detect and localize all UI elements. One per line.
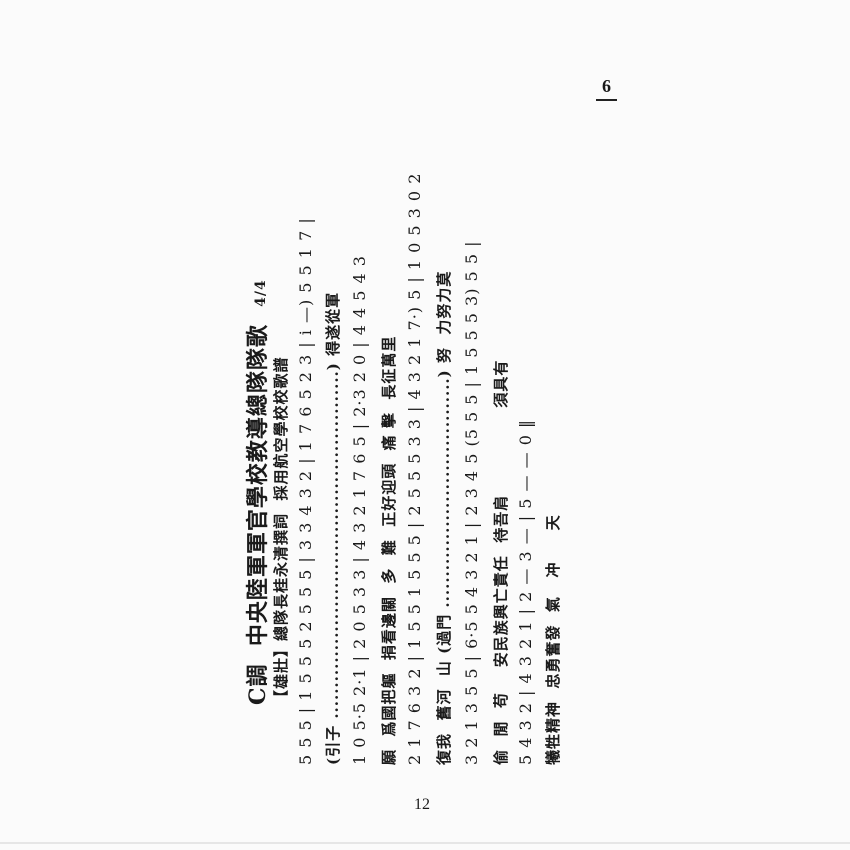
lyrics-line: (引子 ....................................… bbox=[324, 291, 342, 765]
notes-line: 1 0 5·5 2·1 | 2 0 5 3 3 | 4 3 2 1 7 6 5 … bbox=[350, 255, 369, 765]
lyrics-line: 復我 舊河 山 (過門 ............................… bbox=[435, 270, 453, 765]
lyrics-line: 犧牲精神 忠勇奮發 氣 冲 天 bbox=[544, 514, 562, 765]
notes-line: 3 2 1 3 5 5 | 6·5 5 4 3 2 1 | 2 3 4 5 (5… bbox=[462, 240, 481, 765]
tempo: 【雄壯】 bbox=[272, 640, 290, 705]
lyrics-line: 願 爲國把軀 捐看邊關 多 難 正好迎頭 痛 擊 長征萬里 bbox=[380, 335, 398, 765]
title-line: C調 中央陸軍軍官學校教導總隊隊歌 4/4 bbox=[240, 279, 272, 705]
credits: 總隊長桂永清撰詞 採用航空學校校歌譜 bbox=[272, 356, 290, 641]
time-signature: 4/4 bbox=[253, 279, 269, 307]
notes-line: 5 4 3 2 | 4 3 2 1 | 2 — 3 — | 5 — — 0 ‖ bbox=[516, 419, 535, 765]
notes-line: 2 1 7 6 3 2 | 1 5 5 1 5 5 5 | 2 5 5 5 3 … bbox=[405, 172, 424, 765]
song-title: 中央陸軍軍官學校教導總隊隊歌 bbox=[245, 324, 271, 647]
key: C調 bbox=[245, 663, 271, 705]
sheet-music: C調 中央陸軍軍官學校教導總隊隊歌 4/4 【雄壯】總隊長桂永清撰詞 採用航空學… bbox=[240, 105, 562, 765]
credits-line: 【雄壯】總隊長桂永清撰詞 採用航空學校校歌譜 bbox=[270, 357, 291, 705]
page-number-bottom: 12 bbox=[414, 796, 430, 813]
lyrics-line: 偷 閒 苟 安民族興亡責任 待吾肩 須具有 bbox=[492, 359, 510, 765]
notes-line: 5 5 5 | 1 5 5 5 2 5 5 5 | 3 3 4 3 2 | 1 … bbox=[296, 217, 315, 765]
page-number-top: 6 bbox=[596, 76, 617, 101]
page-edge bbox=[0, 842, 850, 844]
